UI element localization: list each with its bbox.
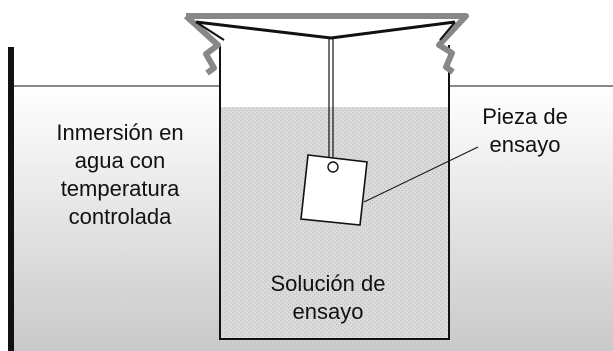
test-solution-label: Solución de ensayo (270, 271, 386, 324)
beaker-air-gap (220, 47, 449, 107)
beaker (219, 45, 450, 340)
test-specimen (300, 154, 368, 226)
bath-wall (8, 47, 14, 351)
water-bath-label: Inmersión en agua con temperatura contro… (56, 120, 184, 229)
lid-frame (183, 13, 469, 76)
specimen-leader-line (363, 146, 479, 203)
specimen-label: Pieza de ensayo (482, 104, 568, 157)
